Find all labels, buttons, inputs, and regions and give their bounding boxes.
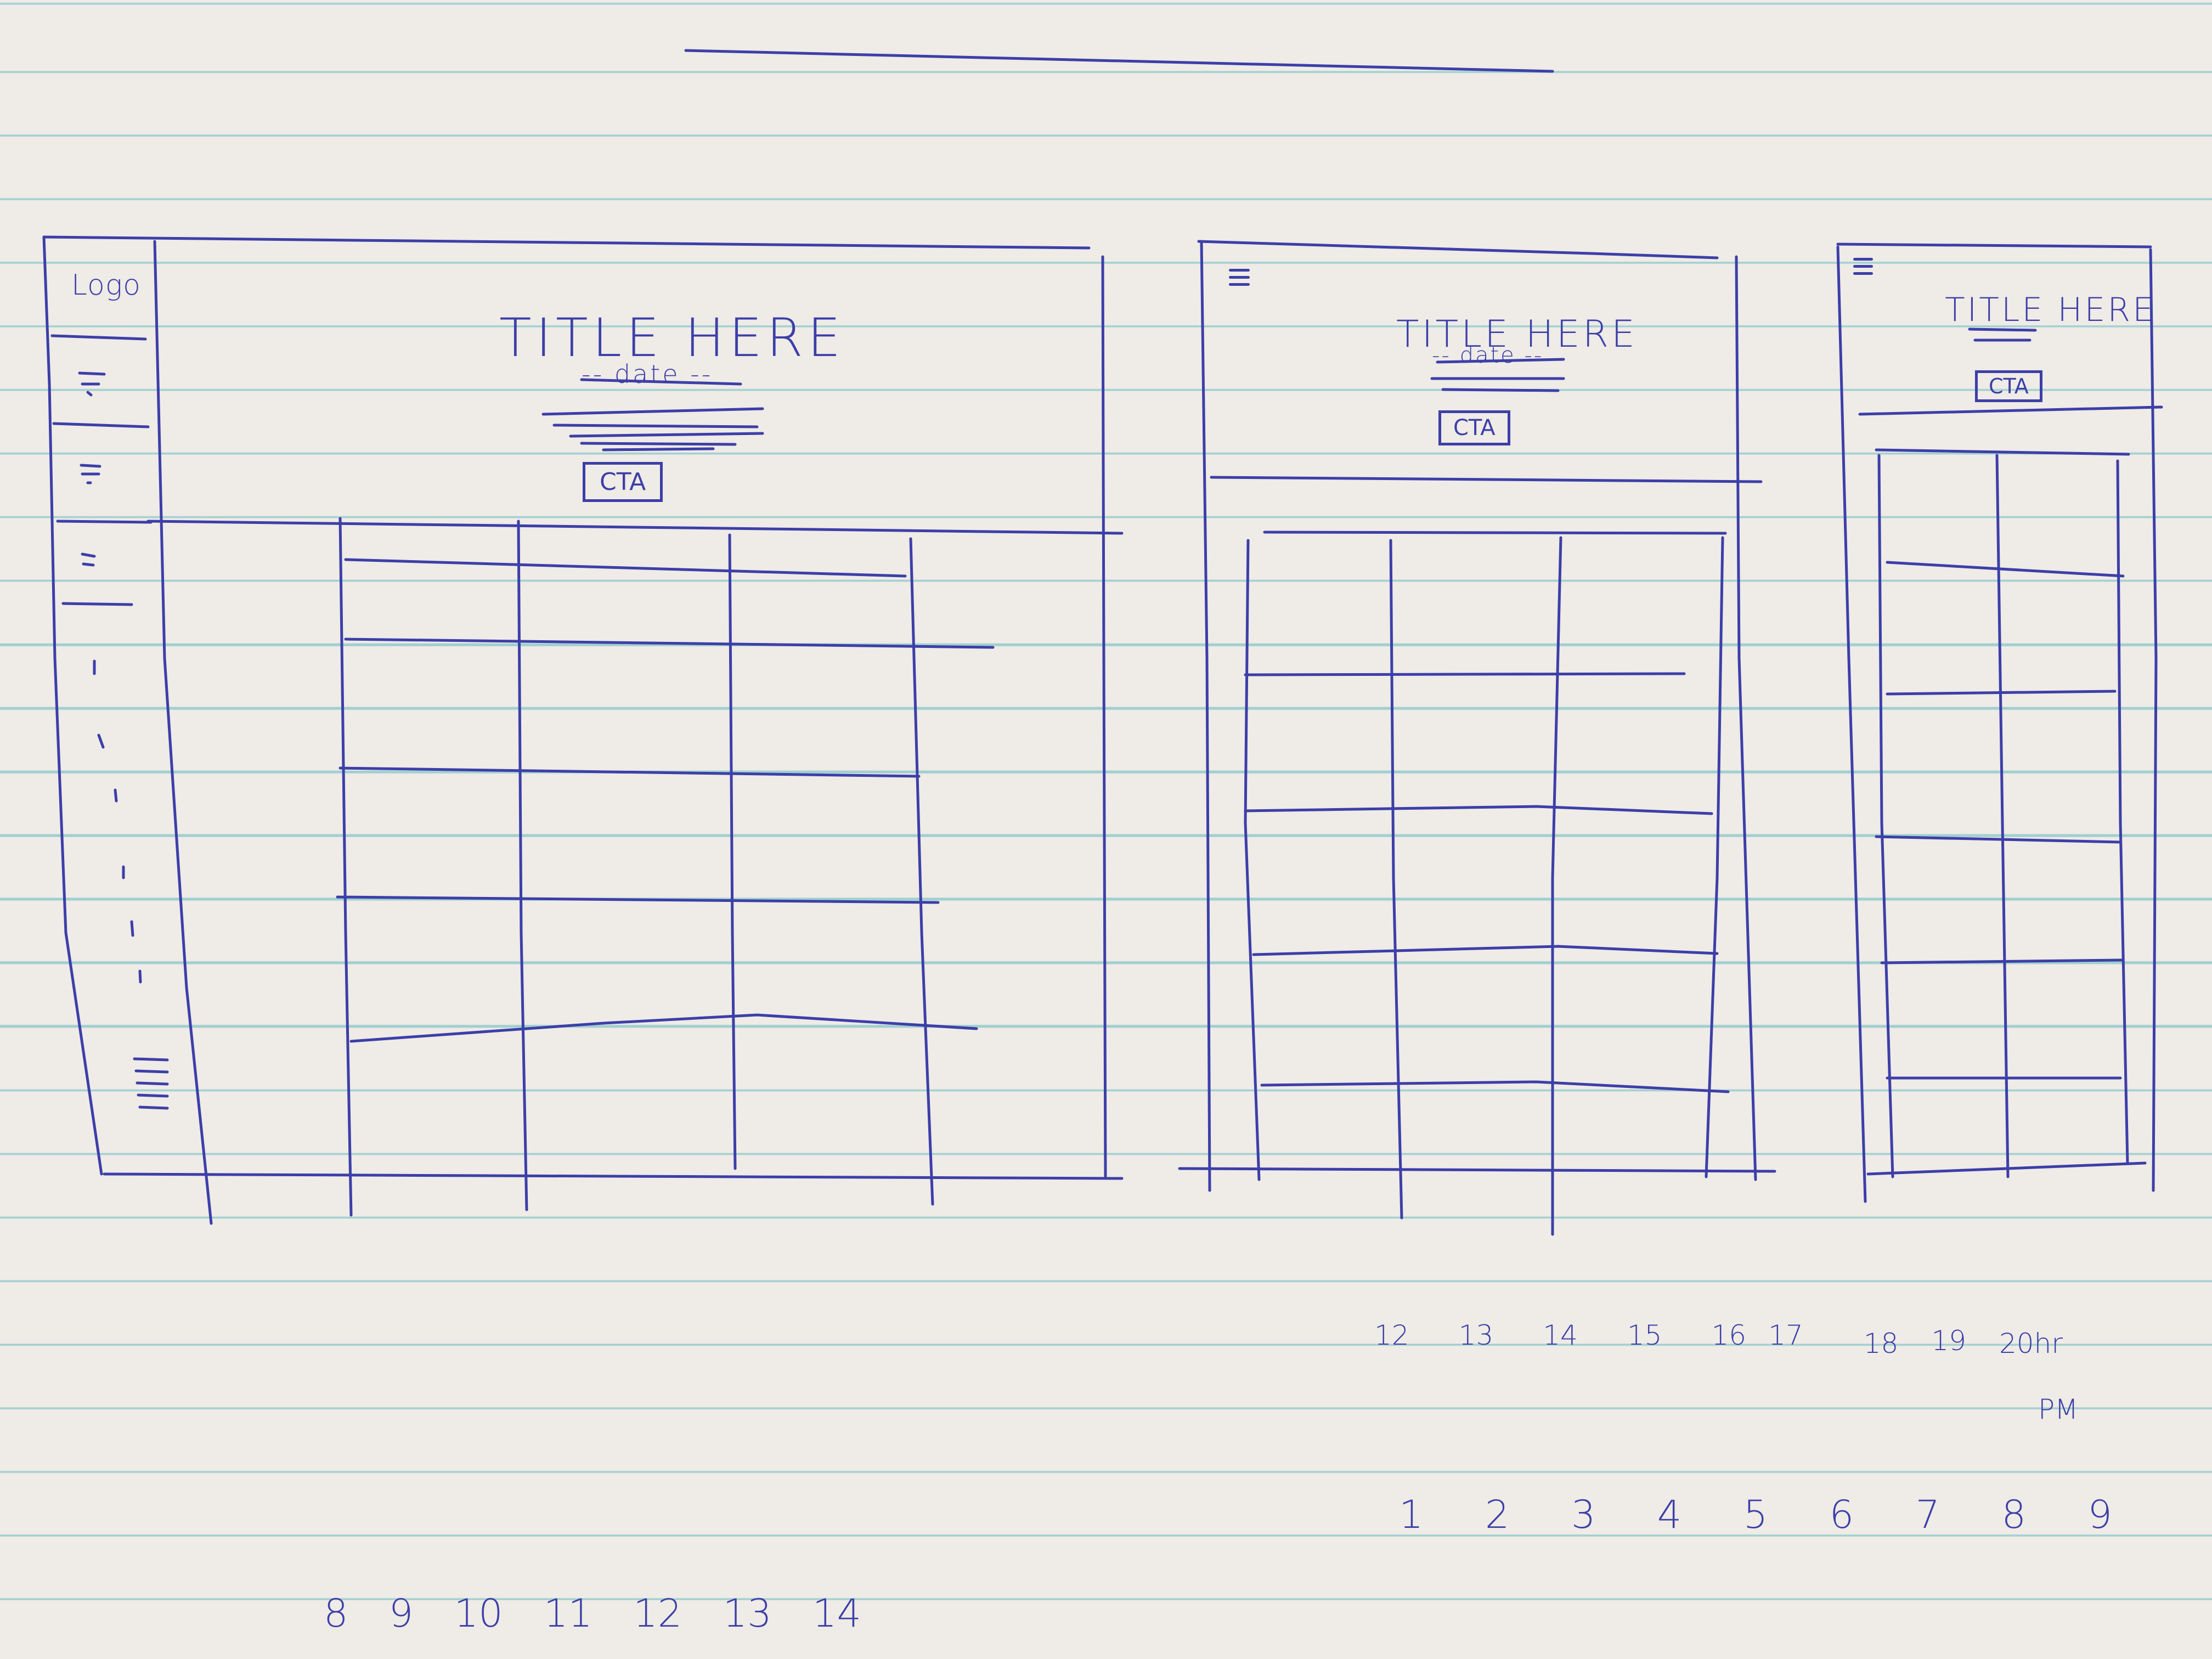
sequence-number: 5 (1743, 1492, 1768, 1537)
desktop-page-title: TITLE HERE (499, 307, 845, 369)
hour-label: 13 (1458, 1319, 1494, 1351)
mobile-menu-icon[interactable] (1853, 258, 1873, 279)
desktop-cta-button[interactable]: CTA (583, 462, 663, 502)
hours-row: 12 13 14 15 16 17 18 19 20hr (1374, 1319, 2142, 1359)
sequence-number: 8 (2001, 1492, 2026, 1537)
bottom-number-row: 8 9 10 11 12 13 14 (324, 1591, 861, 1636)
bottom-number: 14 (812, 1591, 861, 1636)
mobile-wireframe (1836, 242, 2163, 1203)
tablet-date: -- date -- (1432, 343, 1544, 368)
desktop-wireframe (42, 235, 1124, 1225)
tablet-wireframe (1178, 240, 1776, 1236)
hour-label: 18 (1863, 1328, 1899, 1359)
tablet-menu-icon[interactable] (1229, 269, 1250, 290)
sequence-row: 1 2 3 4 5 6 7 8 9 (1399, 1492, 2112, 1537)
hour-label: 19 (1931, 1325, 1966, 1357)
sequence-number: 4 (1657, 1492, 1682, 1537)
sequence-number: 9 (2087, 1492, 2112, 1537)
bottom-number: 12 (633, 1591, 682, 1636)
hour-label: 14 (1543, 1319, 1578, 1351)
hours-note: PM (2038, 1393, 2079, 1425)
top-rule-line (684, 49, 1554, 73)
bottom-number: 13 (723, 1591, 772, 1636)
hour-label: 12 (1374, 1319, 1409, 1351)
bottom-number: 9 (388, 1591, 414, 1636)
desktop-date: -- date -- (582, 359, 713, 389)
tablet-page-title: TITLE HERE (1396, 313, 1638, 356)
hour-label: 17 (1768, 1319, 1803, 1351)
bottom-number: 8 (324, 1591, 348, 1636)
bottom-number: 11 (543, 1591, 592, 1636)
bottom-number: 10 (454, 1591, 503, 1636)
sequence-number: 7 (1915, 1492, 1940, 1537)
mobile-page-title: TITLE HERE (1945, 291, 2156, 329)
hour-label: 20hr (1999, 1328, 2063, 1359)
sequence-number: 2 (1485, 1492, 1510, 1537)
desktop-logo: Logo (71, 269, 141, 302)
sequence-number: 3 (1571, 1492, 1596, 1537)
sequence-number: 1 (1399, 1492, 1424, 1537)
hour-label: 16 (1711, 1319, 1747, 1351)
sequence-number: 6 (1829, 1492, 1854, 1537)
mobile-cta-button[interactable]: CTA (1975, 370, 2042, 402)
tablet-cta-button[interactable]: CTA (1438, 410, 1510, 445)
hour-label: 15 (1627, 1319, 1662, 1351)
